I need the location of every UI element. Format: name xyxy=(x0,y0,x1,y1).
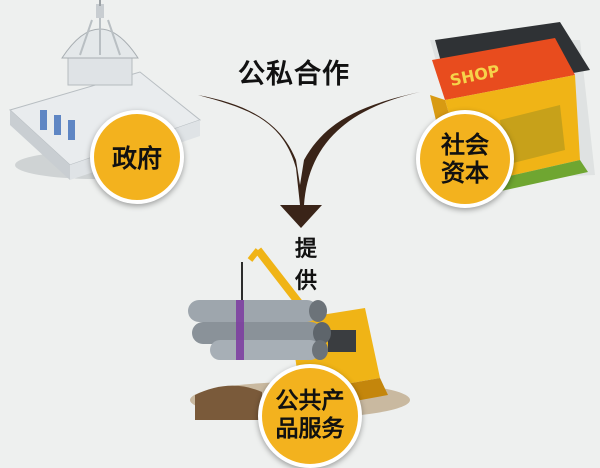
merge-arrow xyxy=(198,92,420,228)
provide-char-2: 供 xyxy=(294,269,317,294)
government-badge: 政府 xyxy=(90,110,184,204)
social-capital-badge: 社会 资本 xyxy=(416,110,514,208)
provide-char-1: 提 xyxy=(294,237,317,262)
public-service-badge: 公共产 品服务 xyxy=(258,364,362,468)
public-service-label-line2: 品服务 xyxy=(275,416,345,442)
partnership-label: 公私合作 xyxy=(238,59,350,90)
government-label: 政府 xyxy=(111,144,162,173)
social-capital-label-line1: 社会 xyxy=(441,130,489,159)
public-service-label-line1: 公共产 xyxy=(275,388,345,415)
social-capital-label-line2: 资本 xyxy=(441,159,489,187)
provide-label: 提 供 xyxy=(293,234,319,298)
shop-icon: SHOP xyxy=(430,22,595,196)
